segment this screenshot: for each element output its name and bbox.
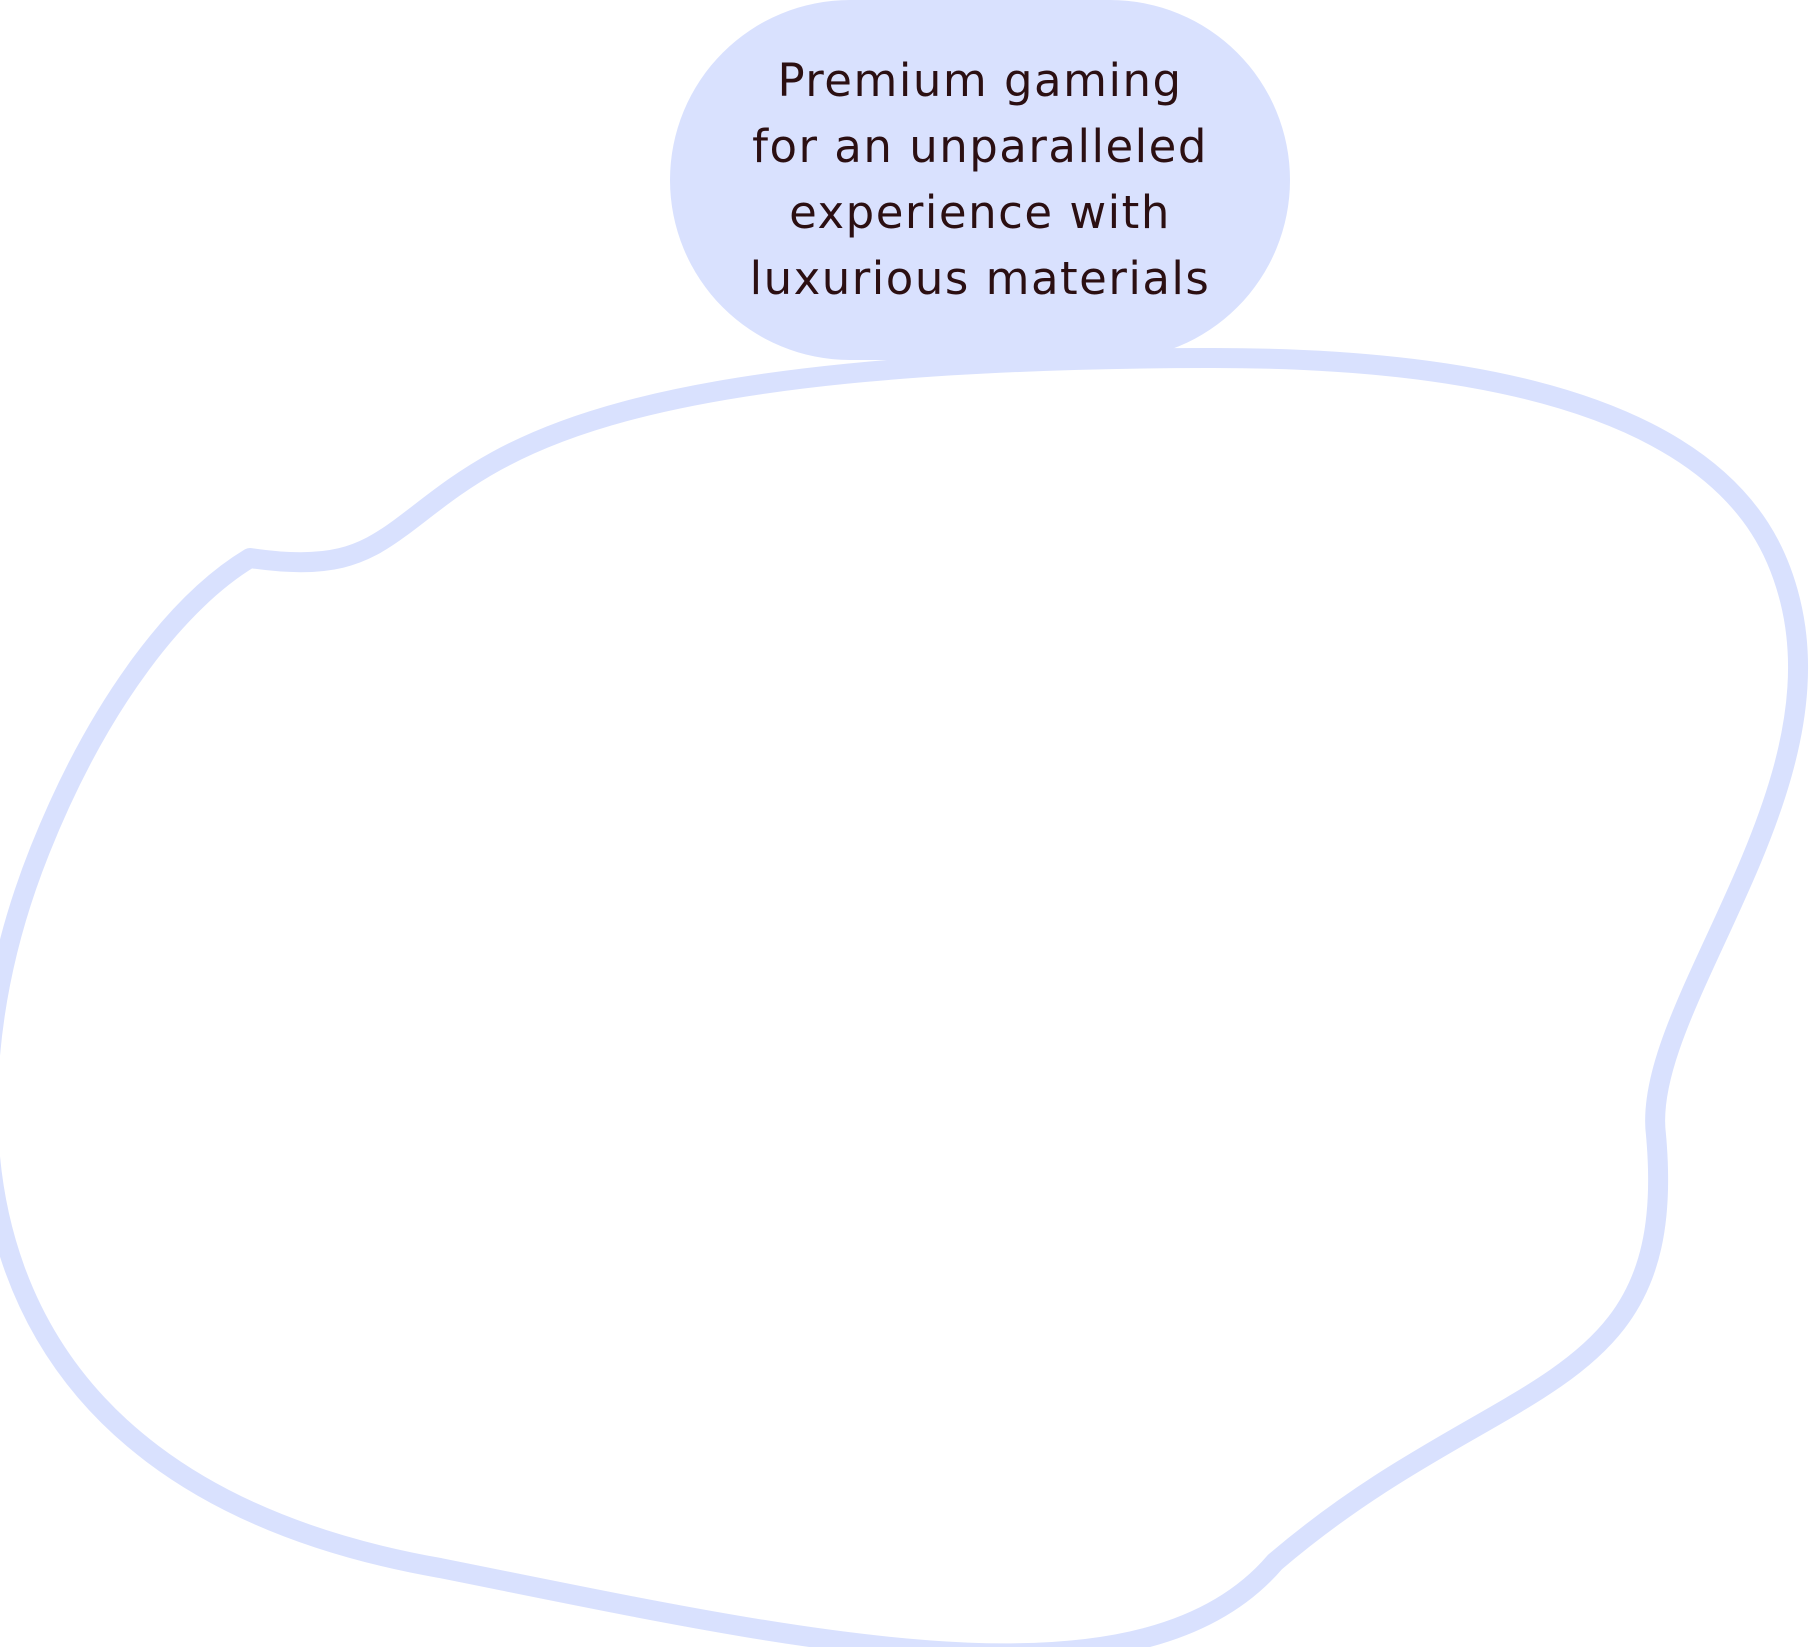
blob-outline-path [0, 347, 1809, 1647]
callout-text: Premium gaming for an unparalleled exper… [749, 54, 1211, 305]
callout-pill: Premium gaming for an unparalleled exper… [670, 0, 1290, 360]
